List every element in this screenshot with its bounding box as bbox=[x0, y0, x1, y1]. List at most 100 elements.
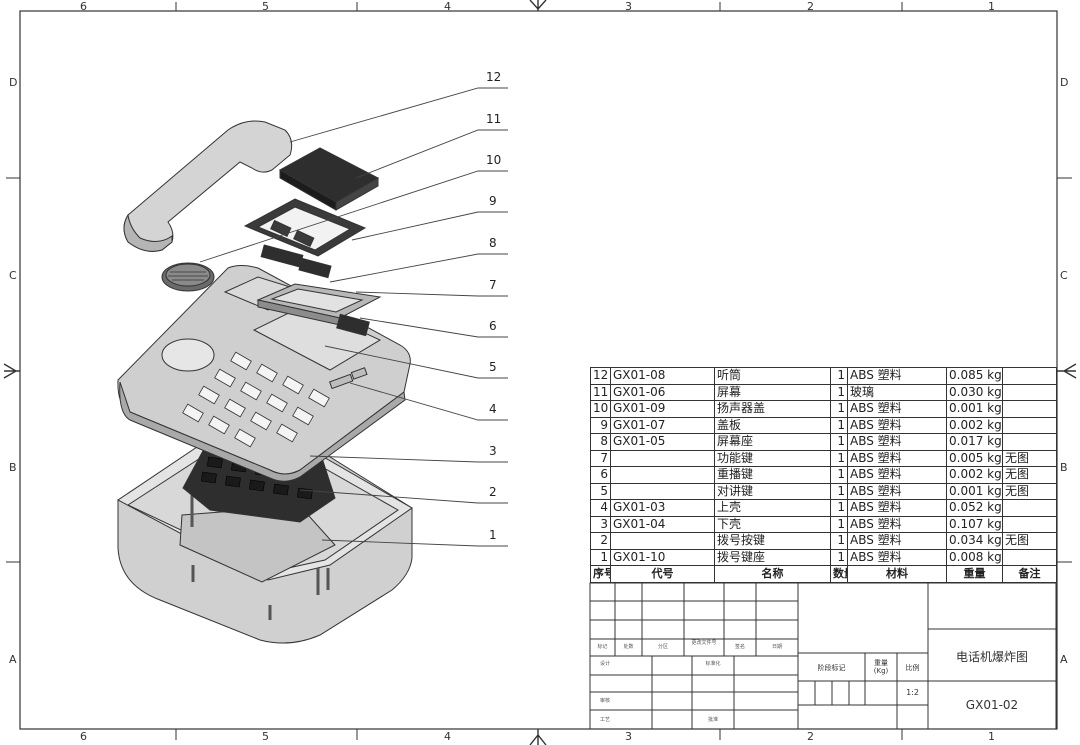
bom-cell-no: 5 bbox=[590, 482, 611, 500]
zone-label-top-1: 1 bbox=[988, 0, 995, 13]
bom-cell-name: 重播键 bbox=[714, 466, 831, 484]
bom-cell-name: 扬声器盖 bbox=[714, 400, 831, 418]
callout-5: 5 bbox=[489, 360, 497, 374]
bom-cell-code bbox=[610, 449, 715, 467]
bom-cell-note bbox=[1002, 515, 1057, 533]
process-label: 工艺 bbox=[599, 717, 610, 723]
zone-label-left-D: D bbox=[9, 76, 18, 89]
bom-cell-no: 7 bbox=[590, 449, 611, 467]
function-keys-part bbox=[260, 244, 370, 337]
bom-cell-name: 下壳 bbox=[714, 515, 831, 533]
bom-cell-qty: 1 bbox=[830, 466, 848, 484]
zone-label-right-D: D bbox=[1060, 76, 1069, 89]
bom-cell-code: GX01-03 bbox=[610, 499, 715, 517]
bom-cell-name: 屏幕座 bbox=[714, 433, 831, 451]
zone-label-right-C: C bbox=[1060, 269, 1068, 282]
bom-cell-code bbox=[610, 532, 715, 550]
zone-label-top-4: 4 bbox=[444, 0, 451, 13]
bom-cell-weight: 0.107 kg bbox=[946, 515, 1003, 533]
bom-cell-note bbox=[1002, 383, 1057, 401]
exploded-telephone-view bbox=[117, 87, 508, 644]
bom-header-row: 序号 代号 名称 数量 材料 重量 备注 bbox=[590, 565, 1057, 583]
rev-label-doc: 更改文件号 bbox=[691, 640, 717, 646]
bom-cell-weight: 0.002 kg bbox=[946, 416, 1003, 434]
scale-label: 比例 bbox=[905, 664, 920, 672]
bom-cell-qty: 1 bbox=[830, 548, 848, 566]
bom-header-no: 序号 bbox=[590, 565, 611, 583]
callout-1: 1 bbox=[489, 528, 497, 542]
bom-cell-note: 无图 bbox=[1002, 532, 1057, 550]
drawing-title: 电话机爆炸图 bbox=[955, 650, 1028, 664]
bom-cell-weight: 0.052 kg bbox=[946, 499, 1003, 517]
bom-cell-material: ABS 塑料 bbox=[847, 499, 947, 517]
bom-cell-weight: 0.017 kg bbox=[946, 433, 1003, 451]
stage-label: 阶段标记 bbox=[817, 664, 846, 672]
bom-cell-note: 无图 bbox=[1002, 449, 1057, 467]
callout-9: 9 bbox=[489, 194, 497, 208]
bom-cell-note bbox=[1002, 400, 1057, 418]
bom-cell-code bbox=[610, 466, 715, 484]
title-block-grid bbox=[589, 582, 1057, 730]
standard-label: 标准化 bbox=[705, 661, 721, 667]
bom-cell-qty: 1 bbox=[830, 416, 848, 434]
bom-cell-no: 3 bbox=[590, 515, 611, 533]
drawing-number: GX01-02 bbox=[965, 698, 1019, 712]
bom-cell-qty: 1 bbox=[830, 367, 848, 385]
screen-part bbox=[278, 147, 380, 211]
bom-cell-no: 4 bbox=[590, 499, 611, 517]
callout-10: 10 bbox=[486, 153, 502, 167]
callout-6: 6 bbox=[489, 319, 497, 333]
bom-cell-material: ABS 塑料 bbox=[847, 449, 947, 467]
callout-12: 12 bbox=[486, 70, 502, 84]
zone-label-top-2: 2 bbox=[807, 0, 814, 13]
bom-cell-material: ABS 塑料 bbox=[847, 433, 947, 451]
callout-2: 2 bbox=[489, 485, 497, 499]
bom-cell-code: GX01-06 bbox=[610, 383, 715, 401]
zone-label-bottom-5: 5 bbox=[262, 730, 269, 743]
callout-11: 11 bbox=[486, 112, 502, 126]
zone-label-bottom-3: 3 bbox=[625, 730, 632, 743]
bom-header-material: 材料 bbox=[847, 565, 947, 583]
bom-cell-no: 6 bbox=[590, 466, 611, 484]
bom-cell-qty: 1 bbox=[830, 499, 848, 517]
bom-cell-no: 1 bbox=[590, 548, 611, 566]
bom-cell-name: 功能键 bbox=[714, 449, 831, 467]
rev-label-sign: 签名 bbox=[734, 644, 745, 650]
bom-cell-weight: 0.001 kg bbox=[946, 400, 1003, 418]
bom-cell-qty: 1 bbox=[830, 400, 848, 418]
zone-label-left-A: A bbox=[9, 653, 17, 666]
bom-cell-weight: 0.002 kg bbox=[946, 466, 1003, 484]
zone-ticks bbox=[6, 2, 1072, 740]
rev-label-date: 日期 bbox=[771, 644, 782, 650]
zone-label-bottom-4: 4 bbox=[444, 730, 451, 743]
bom-cell-code: GX01-09 bbox=[610, 400, 715, 418]
bom-cell-note bbox=[1002, 416, 1057, 434]
zone-label-right-B: B bbox=[1060, 461, 1068, 474]
bom-cell-no: 12 bbox=[590, 367, 611, 385]
bom-cell-weight: 0.008 kg bbox=[946, 548, 1003, 566]
bom-cell-qty: 1 bbox=[830, 433, 848, 451]
bom-cell-note: 无图 bbox=[1002, 482, 1057, 500]
bom-cell-qty: 1 bbox=[830, 383, 848, 401]
bom-header-code: 代号 bbox=[610, 565, 715, 583]
bom-cell-name: 拨号键座 bbox=[714, 548, 831, 566]
bom-cell-code: GX01-04 bbox=[610, 515, 715, 533]
bom-cell-no: 2 bbox=[590, 532, 611, 550]
zone-label-left-C: C bbox=[9, 269, 17, 282]
bom-cell-qty: 1 bbox=[830, 482, 848, 500]
bom-cell-name: 屏幕 bbox=[714, 383, 831, 401]
bom-header-qty: 数量 bbox=[830, 565, 848, 583]
weight-label: 重量 bbox=[874, 659, 888, 667]
scale-value: 1:2 bbox=[906, 688, 919, 697]
bom-cell-weight: 0.034 kg bbox=[946, 532, 1003, 550]
speaker-cover-part bbox=[161, 262, 215, 292]
